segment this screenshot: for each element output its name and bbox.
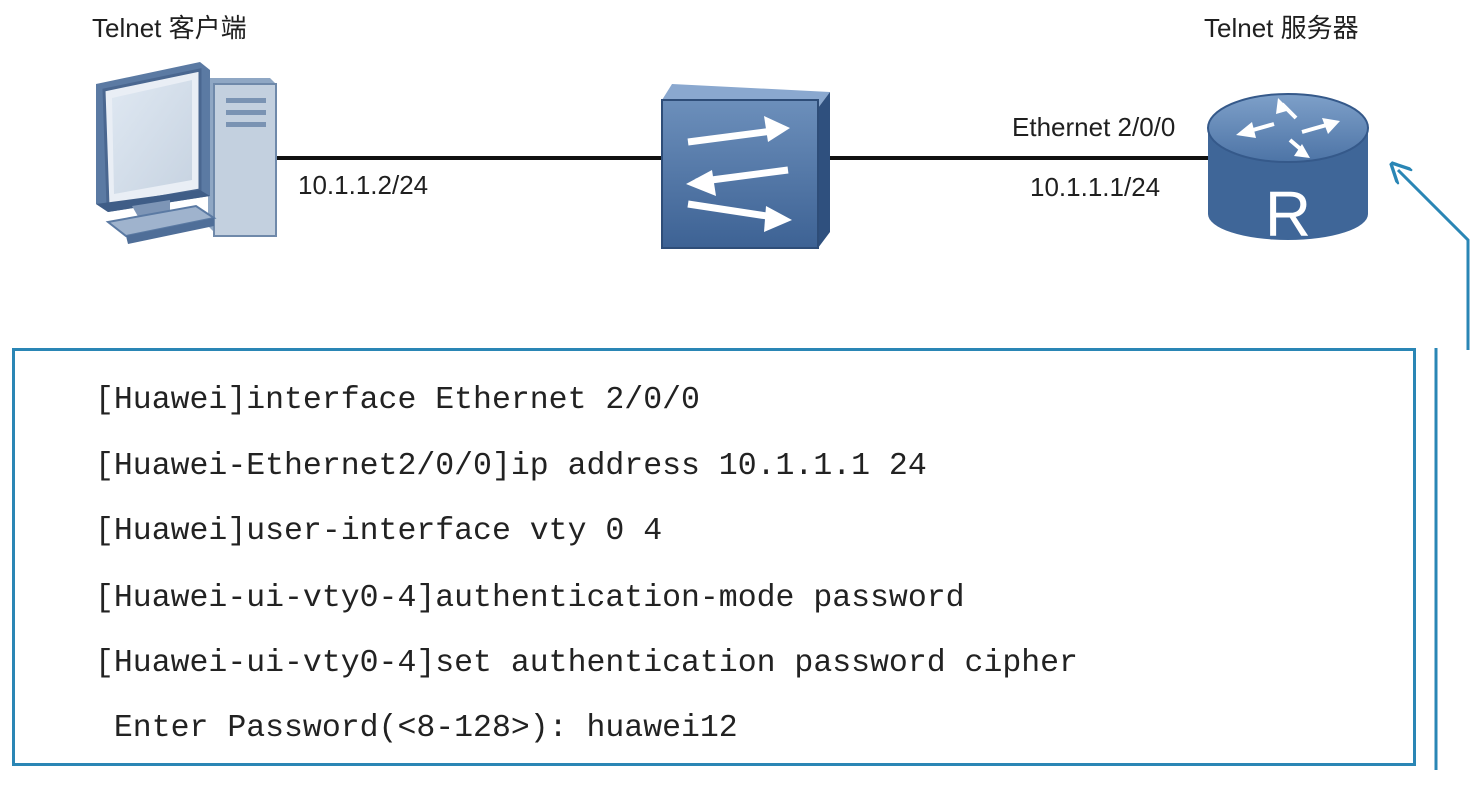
server-ip-label: 10.1.1.1/24: [1030, 172, 1161, 202]
server-label: Telnet 服务器: [1204, 13, 1359, 43]
client-ip-label: 10.1.1.2/24: [298, 170, 429, 200]
topology-diagram: R: [96, 62, 1470, 350]
server-interface-label: Ethernet 2/0/0: [1012, 112, 1176, 142]
config-line: [Huawei-ui-vty0-4]authentication-mode pa…: [95, 581, 965, 616]
config-box: [Huawei]interface Ethernet 2/0/0 [Huawei…: [12, 348, 1416, 766]
router-icon: R: [1207, 93, 1369, 250]
config-line: [Huawei]interface Ethernet 2/0/0: [95, 383, 700, 418]
client-label: Telnet 客户端: [92, 13, 247, 43]
config-line: [Huawei-ui-vty0-4]set authentication pas…: [95, 646, 1078, 681]
desktop-computer-icon: [96, 62, 277, 244]
config-line: Enter Password(<8-128>): huawei12: [95, 711, 738, 746]
callout-arrow: [1398, 170, 1470, 350]
router-letter: R: [1265, 178, 1311, 250]
config-line: [Huawei-Ethernet2/0/0]ip address 10.1.1.…: [95, 449, 927, 484]
config-line: [Huawei]user-interface vty 0 4: [95, 514, 663, 549]
switch-icon: [661, 84, 830, 249]
